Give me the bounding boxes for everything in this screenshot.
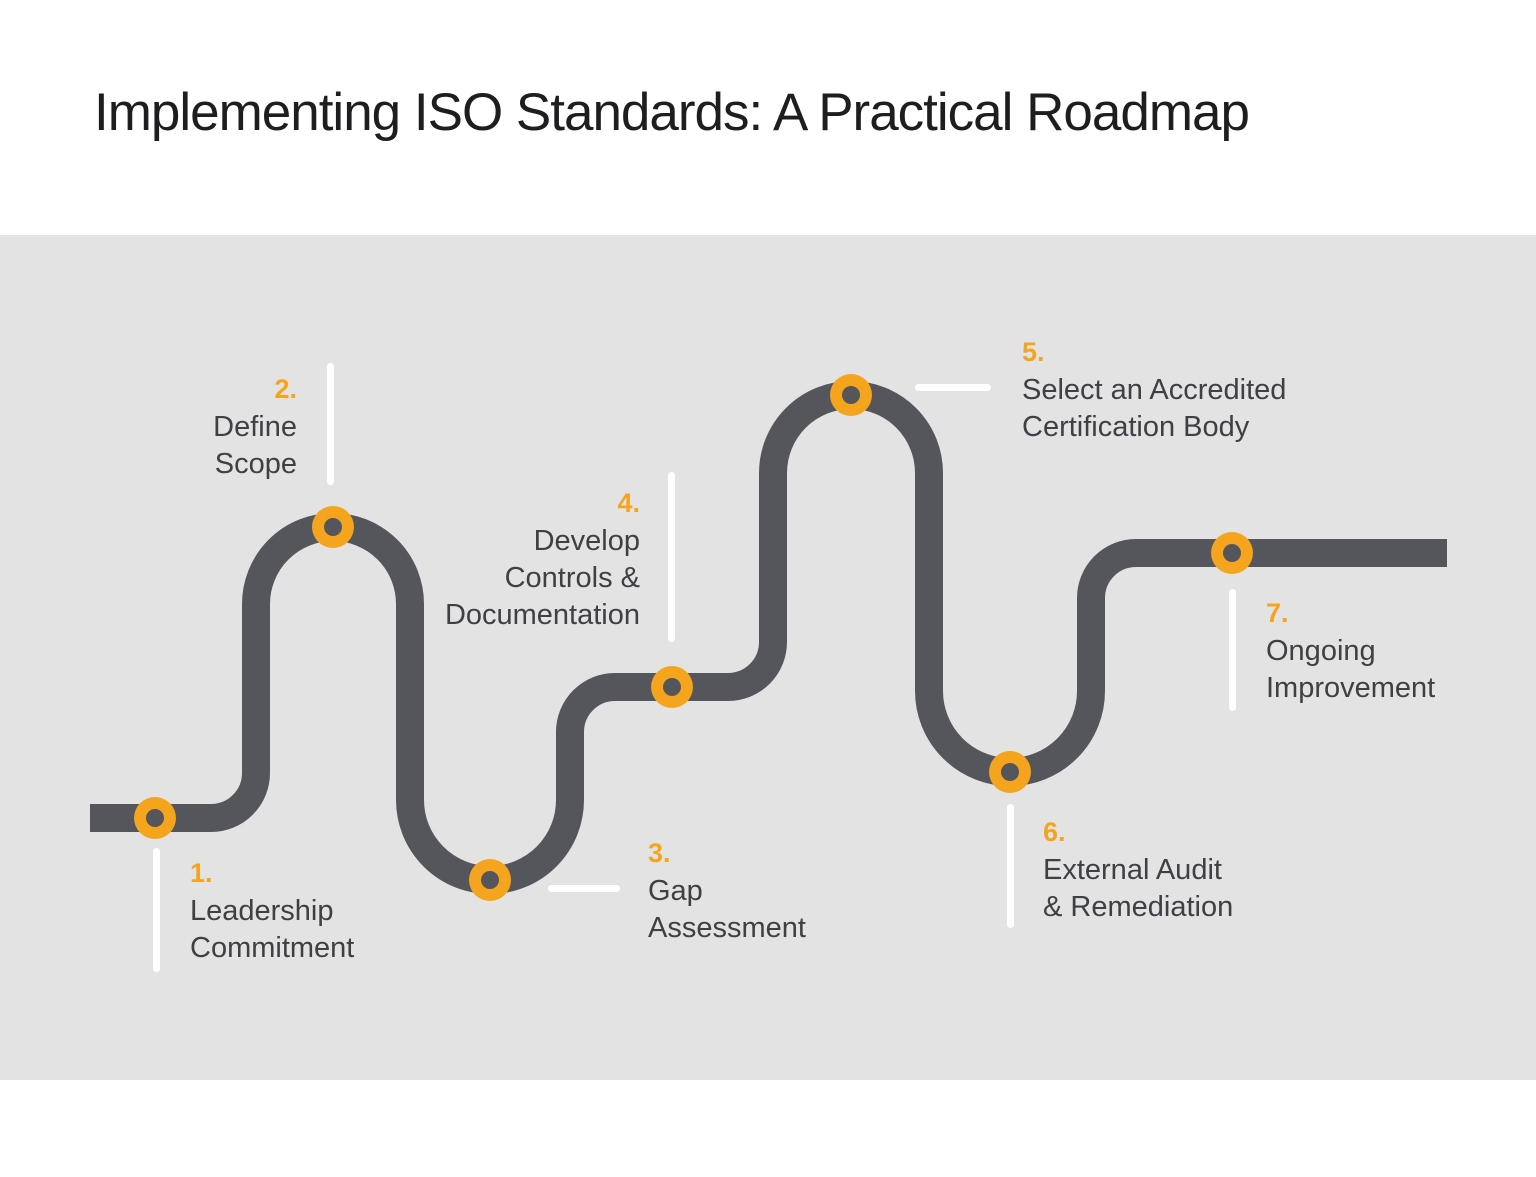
step-text-line: Define — [213, 411, 297, 443]
milestone-node-7-hole — [1223, 544, 1241, 562]
milestone-node-1-hole — [146, 809, 164, 827]
milestone-node-6 — [989, 751, 1031, 793]
connector-line-4 — [668, 472, 675, 642]
step-label-1: 1. Leadership Commitment — [190, 856, 354, 967]
step-label-4: 4. Develop Controls & Documentation — [445, 486, 640, 634]
milestone-node-4 — [651, 666, 693, 708]
step-text-line: Scope — [214, 448, 297, 480]
connector-line-3 — [548, 885, 620, 892]
step-text-line: Certification Body — [1022, 411, 1250, 443]
milestone-node-5 — [830, 374, 872, 416]
page-title: Implementing ISO Standards: A Practical … — [94, 83, 1250, 142]
step-number-4: 4. — [617, 488, 640, 518]
step-number-7: 7. — [1266, 598, 1289, 628]
step-number-6: 6. — [1043, 817, 1066, 847]
step-label-2: 2. Define Scope — [213, 372, 297, 483]
connector-line-6 — [1007, 804, 1014, 928]
step-text-line: External Audit — [1043, 854, 1222, 886]
step-text-line: Select an Accredited — [1022, 374, 1287, 406]
milestone-node-5-hole — [842, 386, 860, 404]
milestone-node-3-hole — [481, 871, 499, 889]
step-number-2: 2. — [274, 374, 297, 404]
connector-line-5 — [915, 384, 991, 391]
connector-line-7 — [1229, 589, 1236, 711]
milestone-node-7 — [1211, 532, 1253, 574]
step-number-5: 5. — [1022, 337, 1045, 367]
milestone-node-1 — [134, 797, 176, 839]
connector-line-1 — [153, 848, 160, 972]
milestone-node-2 — [312, 506, 354, 548]
step-text-line: Improvement — [1266, 672, 1436, 704]
step-text-line: Assessment — [648, 912, 806, 944]
step-label-5: 5. Select an Accredited Certification Bo… — [1022, 335, 1286, 446]
step-label-6: 6. External Audit & Remediation — [1043, 815, 1233, 926]
step-text-line: Gap — [648, 875, 703, 907]
step-text-line: Leadership — [190, 895, 334, 927]
step-text-line: & Remediation — [1043, 891, 1234, 923]
step-text-line: Develop — [533, 525, 640, 557]
milestone-node-2-hole — [324, 518, 342, 536]
milestone-node-3 — [469, 859, 511, 901]
step-text-line: Documentation — [444, 599, 640, 631]
milestone-node-6-hole — [1001, 763, 1019, 781]
step-number-1: 1. — [190, 858, 213, 888]
step-label-7: 7. Ongoing Improvement — [1266, 596, 1435, 707]
step-text-line: Controls & — [504, 562, 640, 594]
step-text-line: Commitment — [190, 932, 355, 964]
connector-line-2 — [327, 363, 334, 485]
milestone-node-4-hole — [663, 678, 681, 696]
step-text-line: Ongoing — [1266, 635, 1376, 667]
step-label-3: 3. Gap Assessment — [648, 836, 806, 947]
step-number-3: 3. — [648, 838, 671, 868]
